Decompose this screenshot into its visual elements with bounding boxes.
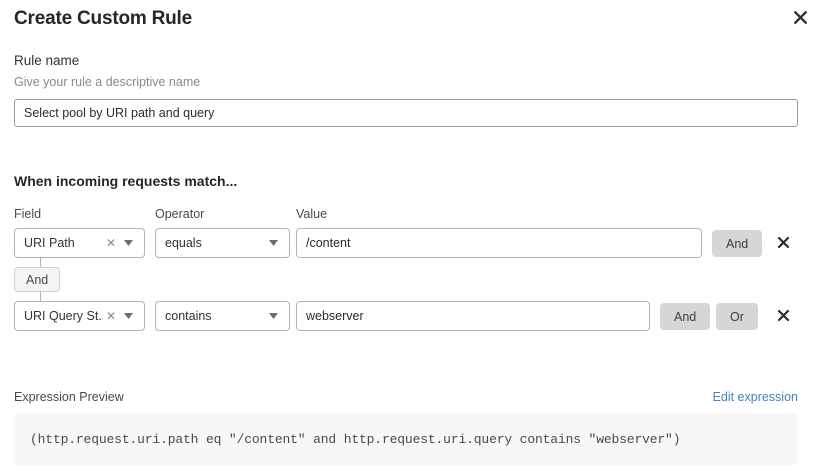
delete-condition-button-row2[interactable]: [772, 306, 794, 328]
operator-select-value-row1: equals: [165, 236, 202, 250]
rule-name-input[interactable]: [14, 99, 798, 127]
clear-icon[interactable]: ✕: [105, 236, 116, 250]
value-input-row2[interactable]: [296, 301, 650, 331]
chevron-down-icon: [124, 313, 133, 319]
add-or-button-row2[interactable]: Or: [716, 303, 758, 330]
clear-icon[interactable]: ✕: [105, 309, 116, 323]
chevron-down-icon: [124, 240, 133, 246]
add-and-button-row2[interactable]: And: [660, 303, 711, 330]
field-select-value-row1: URI Path: [24, 236, 75, 250]
field-select-row1[interactable]: URI Path ✕: [14, 228, 145, 258]
rule-name-label: Rule name: [14, 53, 80, 68]
field-select-value-row2: URI Query St...: [24, 309, 103, 323]
connector-line-bottom: [40, 291, 41, 301]
close-modal-button[interactable]: [788, 5, 812, 29]
value-input-row1[interactable]: [296, 228, 702, 258]
close-icon: [777, 309, 790, 325]
column-header-value: Value: [296, 207, 328, 221]
close-icon: [793, 10, 808, 25]
page-title: Create Custom Rule: [14, 8, 192, 29]
group-connector-and-badge[interactable]: And: [14, 267, 61, 292]
connector-line-top: [40, 258, 41, 269]
chevron-down-icon: [269, 240, 278, 246]
rule-name-help-text: Give your rule a descriptive name: [14, 75, 201, 89]
close-icon: [777, 236, 790, 252]
operator-select-row1[interactable]: equals: [155, 228, 290, 258]
expression-preview-box: (http.request.uri.path eq "/content" and…: [14, 413, 798, 465]
expression-preview-code: (http.request.uri.path eq "/content" and…: [30, 431, 681, 447]
operator-select-row2[interactable]: contains: [155, 301, 290, 331]
add-and-button-row1[interactable]: And: [712, 230, 763, 257]
expression-preview-label: Expression Preview: [14, 390, 124, 404]
condition-row: URI Query St... ✕ contains And Or: [0, 301, 820, 331]
chevron-down-icon: [269, 313, 278, 319]
delete-condition-button-row1[interactable]: [772, 233, 794, 255]
edit-expression-link[interactable]: Edit expression: [712, 390, 798, 404]
operator-select-value-row2: contains: [165, 309, 212, 323]
column-header-field: Field: [14, 207, 42, 221]
column-header-operator: Operator: [155, 207, 205, 221]
field-select-row2[interactable]: URI Query St... ✕: [14, 301, 145, 331]
condition-row: URI Path ✕ equals And: [0, 228, 820, 258]
conditions-heading: When incoming requests match...: [14, 173, 238, 189]
